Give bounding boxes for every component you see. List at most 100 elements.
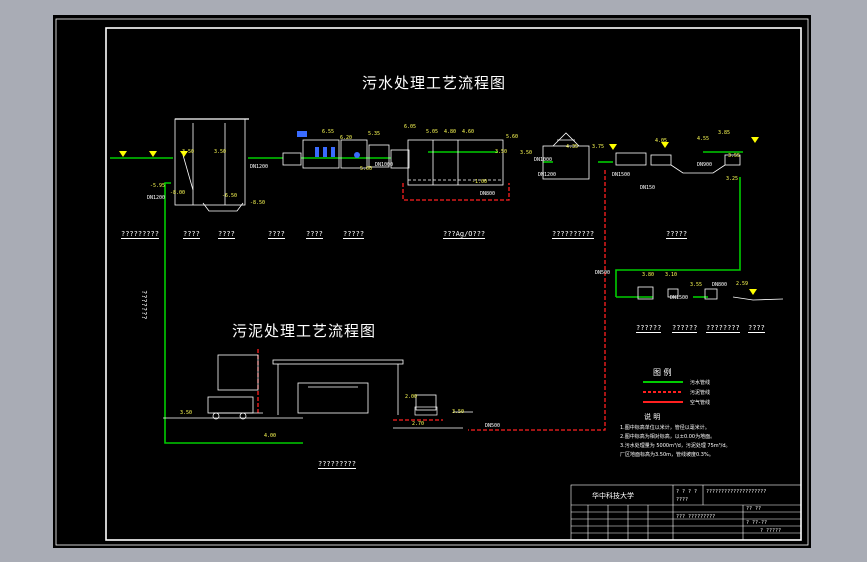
a2o-biological-tank <box>407 139 504 186</box>
pretreatment-tanks <box>282 139 410 169</box>
elevation-label: 2.70 <box>412 421 425 427</box>
elevation-label: 3.85 <box>718 130 731 136</box>
elevation-label: 3.50 <box>214 149 227 155</box>
lift-pump-house <box>174 118 249 212</box>
elevation-label: 5.00 <box>360 166 373 172</box>
elevation-label: 3.55 <box>690 282 703 288</box>
pipe-label: DN1000 <box>534 157 553 163</box>
stage-label-fine-screen: ???? <box>218 230 235 239</box>
title-block-cell: ?? ?? <box>746 506 762 512</box>
elevation-label: 6.20 <box>340 135 353 141</box>
stage-label-clarifier: ?????????? <box>552 230 595 239</box>
pipe-label: DN1200 <box>250 164 269 170</box>
elevation-label: 4.60 <box>462 129 475 135</box>
pipe-label: DN500 <box>595 270 611 276</box>
stage-label-grit: ???? <box>268 230 285 239</box>
elevation-label: 3.50 <box>452 409 465 415</box>
elevation-label: -5.95 <box>150 183 166 189</box>
elevation-label: 3.50 <box>182 149 195 155</box>
elevation-label: 6.55 <box>322 129 335 135</box>
return-sludge-line <box>257 170 606 431</box>
elevation-label: 3.55 <box>728 153 741 159</box>
title-block-cell: ??? ????????? <box>676 514 716 520</box>
stage-label-primary: ???? <box>306 230 323 239</box>
elevation-label: 6.05 <box>404 124 417 130</box>
level-markers <box>119 137 759 295</box>
elevation-label: 4.80 <box>444 129 457 135</box>
elevation-label: 3.25 <box>726 176 739 182</box>
note-line: 厂区地面标高为3.50m，管线坡度0.3%。 <box>620 452 714 458</box>
stage-label-distribution: ????? <box>343 230 365 239</box>
elevation-label: 4.05 <box>655 138 668 144</box>
elevation-label: -8.00 <box>170 190 186 196</box>
title-block-grid <box>570 484 802 541</box>
pipe-label: DN500 <box>485 423 501 429</box>
pipe-label: DN900 <box>697 162 713 168</box>
elevation-label: 3.50 <box>495 149 508 155</box>
elevation-label: 3.50 <box>520 150 533 156</box>
sludge-thickener-and-truck <box>207 354 263 420</box>
elevation-label: 3.50 <box>180 410 193 416</box>
elevation-label: 4.55 <box>697 136 710 142</box>
stage-label-outfall-3: ???????? <box>706 324 740 333</box>
sludge-dewatering-building <box>272 359 437 415</box>
title-block-cell: ? ? ? ? <box>676 489 698 495</box>
title-block-cell: ? ??-?? <box>746 520 768 526</box>
notes-heading: 说 明 <box>644 413 661 421</box>
legend-lines <box>643 381 683 403</box>
blue-equipment <box>297 131 360 158</box>
sludge-bottom-label: ????????? <box>318 460 356 469</box>
elevation-label: 5.05 <box>426 129 439 135</box>
pipe-label: DN1200 <box>147 195 166 201</box>
cad-drawing <box>55 18 809 546</box>
ground-lines <box>163 406 473 429</box>
legend-item: 污泥管线 <box>690 390 711 396</box>
outfall-section <box>637 286 784 301</box>
drawing-sheet <box>53 15 811 548</box>
note-line: 1.图中标高单位以米计，管径以毫米计。 <box>620 425 710 431</box>
elevation-label: 2.00 <box>405 394 418 400</box>
title-block-cell: ???? <box>676 497 689 503</box>
elevation-label: 3.10 <box>665 272 678 278</box>
elevation-label: 5.35 <box>368 131 381 137</box>
note-line: 3.污水处理量为 5000m³/d，污泥处理 75m³/d。 <box>620 443 731 449</box>
pipe-label: DN1500 <box>670 295 689 301</box>
elevation-label: 4.00 <box>264 433 277 439</box>
legend-item: 污水管线 <box>690 380 711 386</box>
elevation-label: 3.80 <box>642 272 655 278</box>
pipe-label: DN800 <box>712 282 728 288</box>
pipe-label: DN800 <box>480 191 496 197</box>
outer-border <box>55 18 809 546</box>
stage-label-outfall-2: ?????? <box>672 324 698 333</box>
pipe-label: DN150 <box>640 185 656 191</box>
wastewater-process-title: 污水处理工艺流程图 <box>362 74 507 92</box>
stage-label-disinfection: ????? <box>666 230 688 239</box>
pipe-label: DN1500 <box>612 172 631 178</box>
elevation-label: 3.75 <box>592 144 605 150</box>
sludge-pipe-label: ??????? <box>140 290 148 320</box>
pipe-label: DN1200 <box>538 172 557 178</box>
elevation-label: -8.50 <box>250 200 266 206</box>
wastewater-process-line <box>110 151 743 444</box>
school-name: 华中科技大学 <box>592 492 634 500</box>
note-line: 2.图中标高为相对标高，以±0.00为地面。 <box>620 434 716 440</box>
disinfection-tank <box>615 152 741 174</box>
inner-border <box>105 27 802 541</box>
elevation-label: 2.59 <box>736 281 749 287</box>
elevation-label: 5.60 <box>506 134 519 140</box>
elevation-label: -1.00 <box>472 179 488 185</box>
title-block-cell: ???????????????????? <box>706 489 767 495</box>
title-block-cell: ? ????? <box>760 528 782 534</box>
secondary-clarifier <box>542 132 590 180</box>
legend-item: 空气管线 <box>690 400 711 406</box>
stage-label-outfall-1: ?????? <box>636 324 662 333</box>
stage-label-screen: ????????? <box>121 230 159 239</box>
stage-label-lift: ???? <box>183 230 200 239</box>
stage-label-a2o: ???Ag/O??? <box>443 230 486 239</box>
elevation-label: -6.50 <box>222 193 238 199</box>
sludge-process-title: 污泥处理工艺流程图 <box>232 322 377 340</box>
legend-heading: 图 例 <box>653 368 672 377</box>
elevation-label: 4.35 <box>566 144 579 150</box>
pipe-label: DN1000 <box>375 162 394 168</box>
stage-label-outfall-4: ???? <box>748 324 765 333</box>
